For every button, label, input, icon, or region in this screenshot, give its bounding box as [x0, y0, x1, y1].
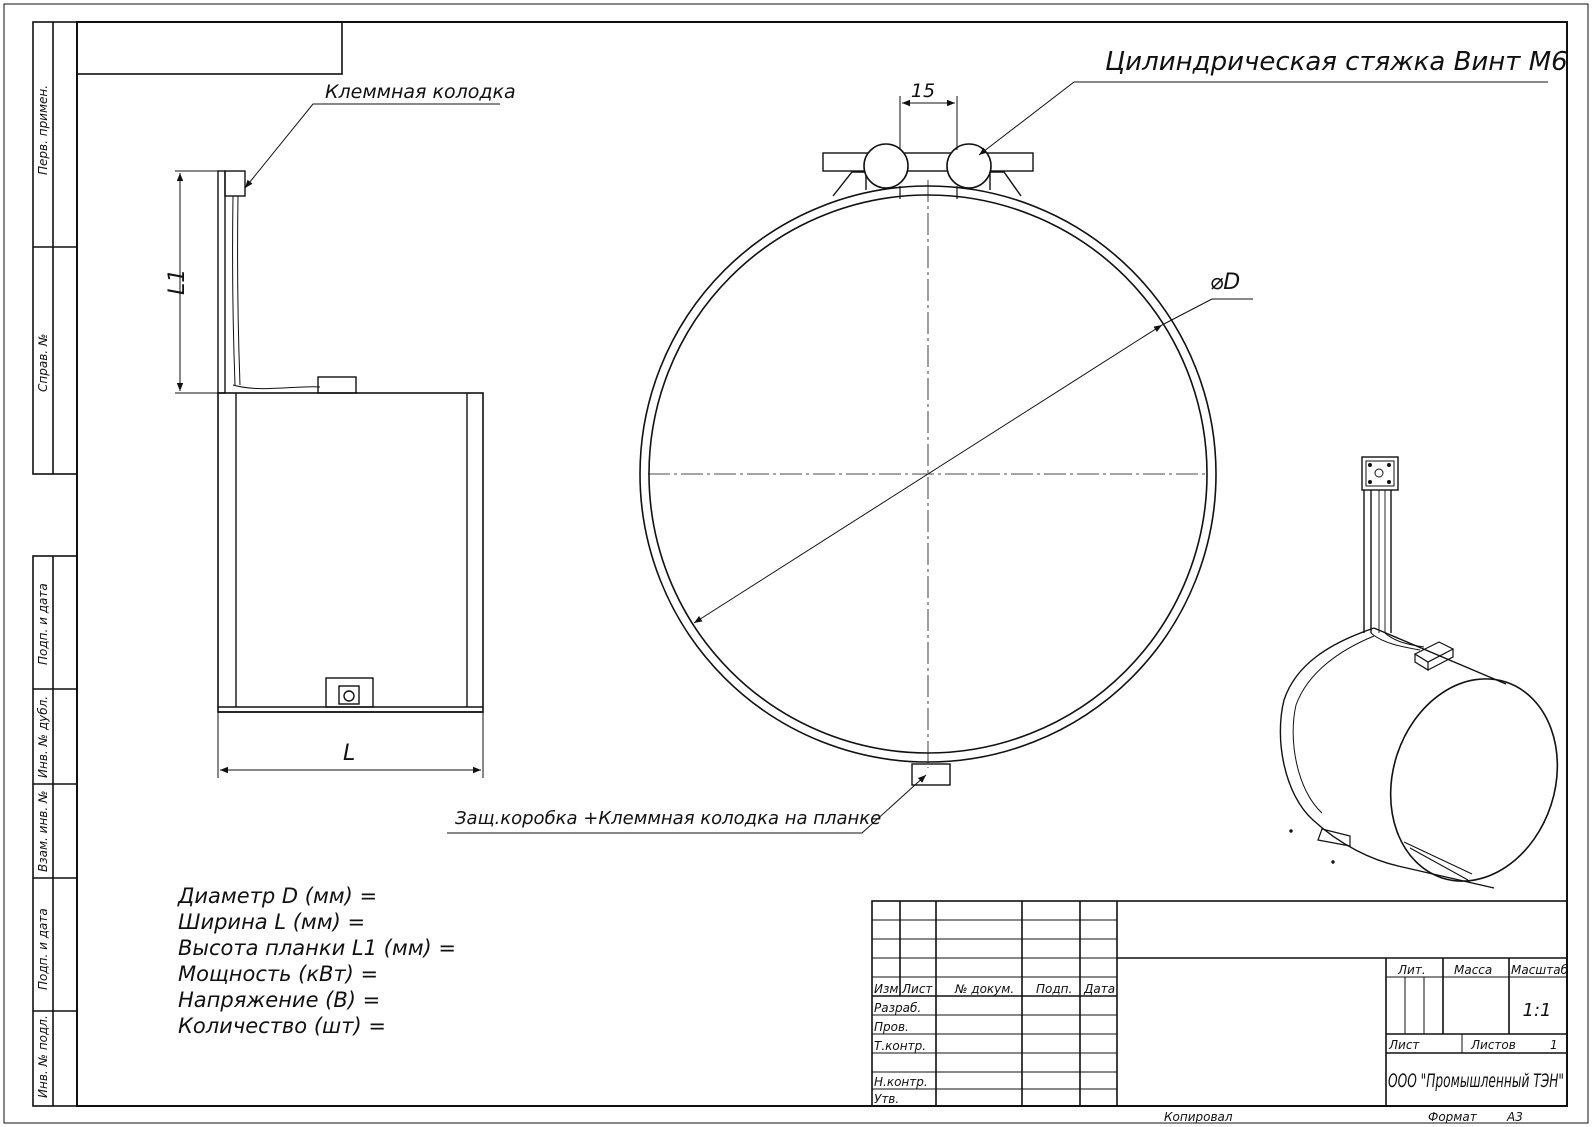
- parameters-list: Диаметр D (мм) = Ширина L (мм) = Высота …: [177, 884, 456, 1038]
- heater-body: [217, 392, 484, 713]
- side-stamp-labels: Перв. примен. Справ. № Подп. и дата Инв.…: [36, 85, 50, 1098]
- leader-terminal-block: [244, 103, 500, 189]
- leader-cylinder-clamp: [978, 81, 1548, 156]
- parameter-power: Мощность (кВт) =: [178, 962, 378, 986]
- dimension-l1-label: L1: [165, 269, 190, 295]
- ring-clamp-view: [447, 81, 1548, 834]
- tb-utv: Утв.: [874, 1092, 899, 1106]
- parameter-voltage: Напряжение (В) =: [178, 988, 380, 1012]
- iso-clamp-tab: [1317, 828, 1351, 847]
- tb-list: Лист: [901, 982, 933, 996]
- terminal-plate: [217, 170, 226, 394]
- junction-box: [911, 763, 951, 786]
- tb-razrab: Разраб.: [874, 1001, 921, 1015]
- stamp-podp-data-2: Подп. и дата: [36, 908, 50, 990]
- parameter-diameter: Диаметр D (мм) =: [177, 884, 377, 908]
- tb-copied: Копировал: [1164, 1110, 1233, 1124]
- tb-n-dokum: № докум.: [954, 982, 1014, 996]
- side-stamp-frame: [32, 21, 78, 1107]
- dimension-diameter-label: ⌀D: [1210, 270, 1240, 295]
- iso-terminal-box: [1361, 456, 1399, 491]
- title-block: [871, 900, 1568, 1107]
- tb-izm: Изм.: [874, 982, 902, 996]
- tb-masshtab: Масштаб: [1511, 963, 1569, 977]
- stamp-sprav-no: Справ. №: [36, 334, 50, 392]
- side-view: [175, 103, 500, 778]
- stamp-inv-dubl: Инв. № дубл.: [36, 696, 50, 778]
- leader-junction-box: [447, 774, 927, 834]
- tb-company: ООО "Промышленный ТЭН": [1388, 1070, 1564, 1092]
- parameter-quantity: Количество (шт) =: [178, 1014, 386, 1038]
- parameter-plate-height: Высота планки L1 (мм) =: [178, 936, 456, 960]
- tb-t-kontr: Т.контр.: [874, 1039, 926, 1053]
- tb-podp: Подп.: [1036, 982, 1072, 996]
- title-block-labels: Изм. Лист № докум. Подп. Дата Разраб. Пр…: [874, 963, 1569, 1124]
- stamp-perv-primen: Перв. примен.: [36, 85, 50, 175]
- stamp-podp-data-1: Подп. и дата: [36, 583, 50, 665]
- dimension-l-label: L: [343, 741, 355, 766]
- isometric-view: [1279, 456, 1559, 889]
- drawing-frame: [3, 3, 1589, 1124]
- dimension-gap-label: 15: [911, 80, 935, 102]
- terminal-block-box: [224, 170, 246, 197]
- diameter-line: [693, 324, 1163, 624]
- iso-cylinder-back: [1279, 627, 1399, 867]
- tb-massa: Масса: [1454, 963, 1492, 977]
- tb-data: Дата: [1083, 982, 1115, 996]
- callout-cylinder-clamp: Цилиндрическая стяжка Винт М6: [1105, 47, 1568, 77]
- parameter-width: Ширина L (мм) =: [178, 910, 365, 934]
- stamp-inv-podl: Инв. № подл.: [36, 1015, 50, 1098]
- clamp-nut-left: [863, 143, 909, 189]
- top-fitting: [317, 376, 357, 394]
- tb-scale-value: 1:1: [1523, 1000, 1552, 1021]
- callout-junction-box: Защ.коробка +Клеммная колодка на планке: [455, 808, 881, 829]
- tb-sheets-value: 1: [1550, 1038, 1558, 1052]
- tb-lit: Лит.: [1397, 963, 1426, 977]
- tb-n-kontr: Н.контр.: [874, 1075, 928, 1089]
- callout-terminal-block: Клеммная колодка: [325, 81, 516, 103]
- tb-format-value: А3: [1506, 1110, 1523, 1124]
- clamp-screw: [822, 152, 1034, 172]
- bolt-icon: [343, 690, 355, 702]
- tb-format-label: Формат: [1428, 1110, 1478, 1124]
- tb-prov: Пров.: [874, 1020, 909, 1034]
- bottom-fitting: [325, 677, 374, 708]
- iso-cylinder-front: [1389, 678, 1559, 882]
- clamp-nut-right: [946, 143, 992, 189]
- stamp-vzam-inv: Взам. инв. №: [36, 791, 50, 872]
- tb-sheet: Лист: [1388, 1038, 1420, 1052]
- tb-sheets: Листов: [1470, 1038, 1516, 1052]
